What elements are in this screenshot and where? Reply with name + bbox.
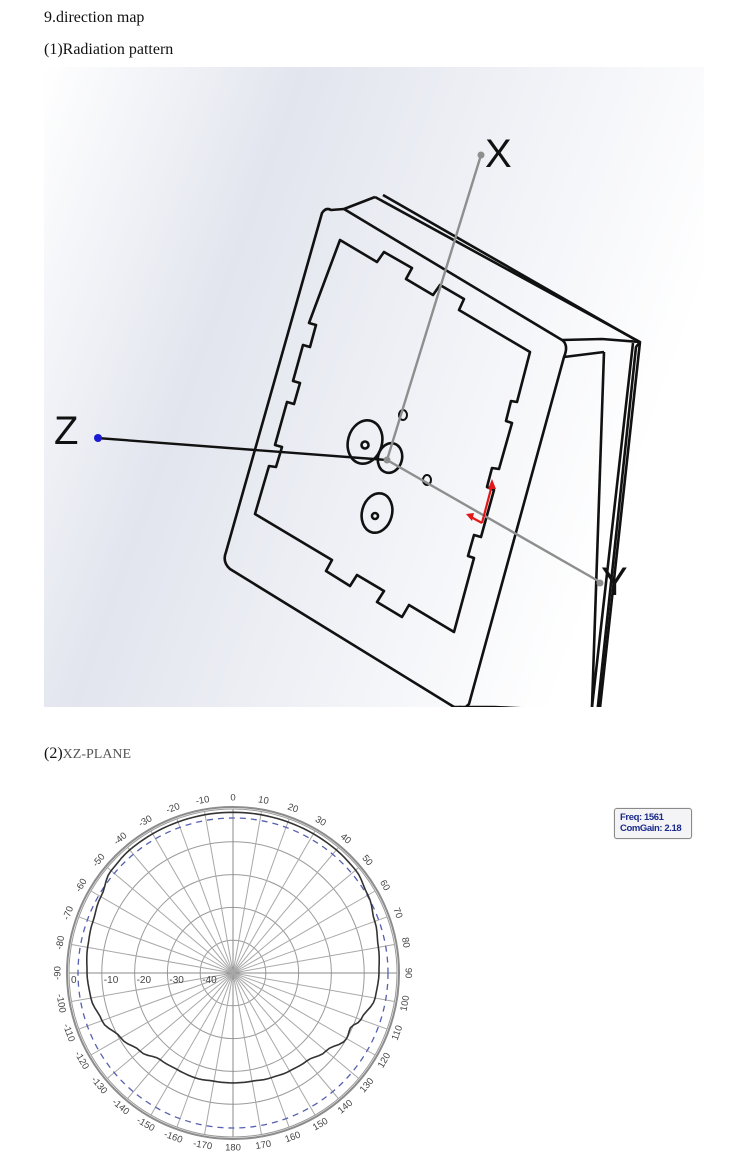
svg-text:40: 40 xyxy=(338,831,353,846)
svg-text:70: 70 xyxy=(390,906,404,920)
local-triad-icon xyxy=(466,479,496,524)
gain-pattern-curve xyxy=(86,811,380,1084)
svg-text:100: 100 xyxy=(399,995,413,1013)
z-axis-label: Z xyxy=(54,409,78,453)
svg-text:-140: -140 xyxy=(110,1097,132,1118)
frequency-gain-info-box: Freq: 1561 ComGain: 2.18 xyxy=(614,808,692,839)
svg-text:-170: -170 xyxy=(192,1138,213,1152)
subsection-number: (2) xyxy=(44,745,63,762)
svg-text:-10: -10 xyxy=(104,975,119,986)
section-heading: 9.direction map xyxy=(44,9,145,26)
svg-text:110: 110 xyxy=(390,1024,406,1042)
svg-text:20: 20 xyxy=(286,802,300,816)
svg-text:-20: -20 xyxy=(137,975,152,986)
svg-text:-20: -20 xyxy=(165,801,182,816)
svg-text:180: 180 xyxy=(225,1143,241,1154)
polar-grid xyxy=(66,806,400,1140)
viewport-background xyxy=(44,67,704,707)
svg-text:80: 80 xyxy=(399,936,412,948)
svg-text:90: 90 xyxy=(402,968,413,979)
svg-text:-90: -90 xyxy=(53,966,64,980)
polar-radial-labels: 0 -10 -20 -30 -40 xyxy=(71,975,217,986)
frequency-readout: Freq: 1561 xyxy=(620,812,664,823)
antenna-housing xyxy=(223,193,642,707)
svg-text:0: 0 xyxy=(230,793,235,804)
y-axis-line xyxy=(386,458,601,584)
svg-text:-40: -40 xyxy=(202,975,217,986)
svg-text:-110: -110 xyxy=(60,1022,77,1043)
antenna-3d-model-view: X Y Z xyxy=(44,67,704,707)
x-axis-label: X xyxy=(485,132,512,176)
y-axis-label: Y xyxy=(601,560,628,604)
x-axis-line xyxy=(385,154,483,461)
svg-text:-100: -100 xyxy=(54,993,68,1014)
origin-icon xyxy=(383,456,391,464)
coordinate-axes: X Y Z xyxy=(54,132,628,604)
svg-text:0: 0 xyxy=(71,975,77,986)
svg-text:160: 160 xyxy=(284,1130,303,1146)
svg-text:170: 170 xyxy=(255,1139,273,1153)
subsection-xz-plane: (2)XZ-PLANE xyxy=(44,744,131,765)
z-axis-line xyxy=(96,436,388,462)
svg-text:-30: -30 xyxy=(169,975,184,986)
x-axis-endpoint-icon xyxy=(477,151,485,159)
gain-readout: ComGain: 2.18 xyxy=(620,823,682,834)
plane-label: XZ-PLANE xyxy=(62,747,132,762)
z-axis-endpoint-icon xyxy=(94,434,102,442)
svg-text:-70: -70 xyxy=(61,905,76,922)
svg-text:30: 30 xyxy=(313,814,328,829)
svg-text:-130: -130 xyxy=(89,1075,110,1097)
subsection-radiation-pattern: (1)Radiation pattern xyxy=(44,41,174,58)
svg-text:10: 10 xyxy=(257,794,269,807)
y-axis-endpoint-icon xyxy=(596,579,604,587)
svg-text:-10: -10 xyxy=(195,794,210,807)
svg-text:-80: -80 xyxy=(54,935,67,950)
svg-text:60: 60 xyxy=(377,878,392,893)
svg-text:50: 50 xyxy=(359,853,374,868)
